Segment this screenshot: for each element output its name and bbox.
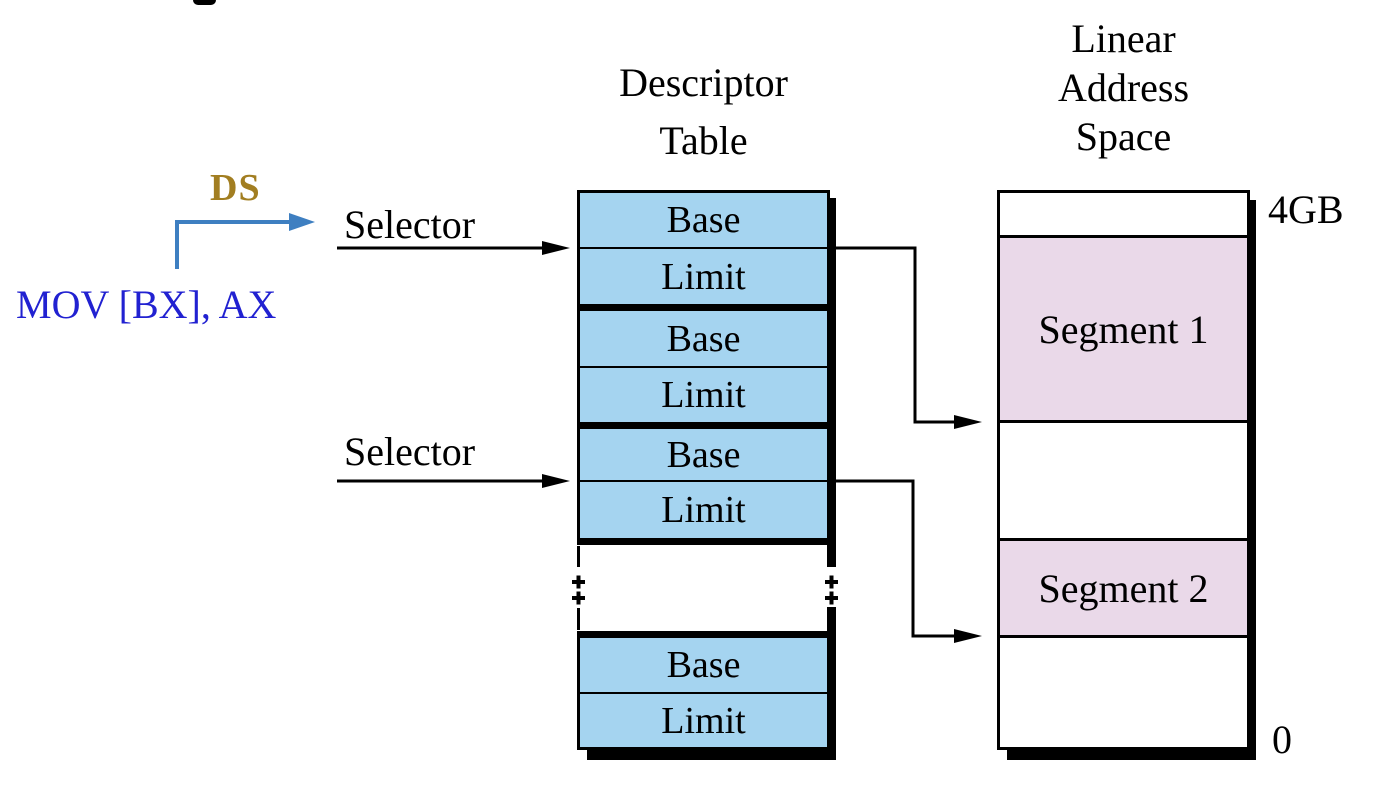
gap-plus-marks [572, 575, 838, 605]
segment-2-band: Segment 2 [1000, 541, 1247, 635]
cropped-title-remnant [193, 0, 216, 5]
descriptor-row-limit-2: Limit [580, 368, 827, 422]
linear-space-divider-2 [1000, 420, 1247, 423]
descriptor-table-shadow-bottom [587, 750, 836, 760]
descriptor-row-base-2: Base [580, 311, 827, 366]
descriptor-row-base-3: Base [580, 429, 827, 480]
descriptor-table-title-line1: Descriptor [619, 60, 788, 105]
selector-2-arrow [337, 474, 570, 488]
descriptor-row-base-4: Base [580, 638, 827, 692]
descriptor-row-limit-1: Limit [580, 249, 827, 304]
descriptor-row-base-1: Base [580, 193, 827, 247]
linear-space-shadow-bottom [1007, 750, 1256, 760]
ds-register-label: DS [210, 167, 261, 209]
address-0-label: 0 [1272, 717, 1292, 762]
instruction-label: MOV [BX], AX [16, 282, 277, 327]
selector-2-label: Selector [344, 429, 476, 474]
address-4gb-label: 4GB [1268, 187, 1344, 232]
descriptor-table-shadow-right-upper [827, 198, 836, 545]
ds-to-selector-arrow [175, 213, 315, 269]
row-divider-thin-3 [580, 480, 827, 482]
linear-address-space-title-line1: Linear [1071, 16, 1176, 61]
row-divider-thin-4 [580, 692, 827, 694]
linear-space-shadow-right [1247, 200, 1256, 750]
linear-space-divider-3 [1000, 538, 1247, 541]
selector-1-label: Selector [344, 202, 476, 247]
row-divider-thick-1 [580, 304, 827, 311]
linear-space-divider-4 [1000, 635, 1247, 638]
descriptor-row-limit-4: Limit [580, 694, 827, 747]
descriptor-table-title-line2: Table [659, 118, 748, 163]
descriptor-table-shadow-right-lower [827, 631, 836, 750]
linear-address-space-title-line2: Address [1057, 65, 1190, 111]
linear-address-space-title: Linear Address Space [997, 14, 1250, 162]
row-divider-thick-2 [580, 422, 827, 429]
descriptor1-to-segment1-arrow [836, 246, 982, 429]
descriptor-row-limit-3: Limit [580, 482, 827, 538]
segment-1-band: Segment 1 [1000, 238, 1247, 420]
descriptor-table-title: Descriptor Table [577, 54, 830, 170]
row-divider-thin-2 [580, 366, 827, 368]
table-gap-dashed-edges [572, 545, 838, 631]
row-divider-thin-1 [580, 247, 827, 249]
linear-address-space-title-line3: Space [1075, 114, 1172, 160]
linear-space-divider-1 [1000, 235, 1247, 238]
descriptor3-to-segment2-arrow [836, 479, 982, 643]
